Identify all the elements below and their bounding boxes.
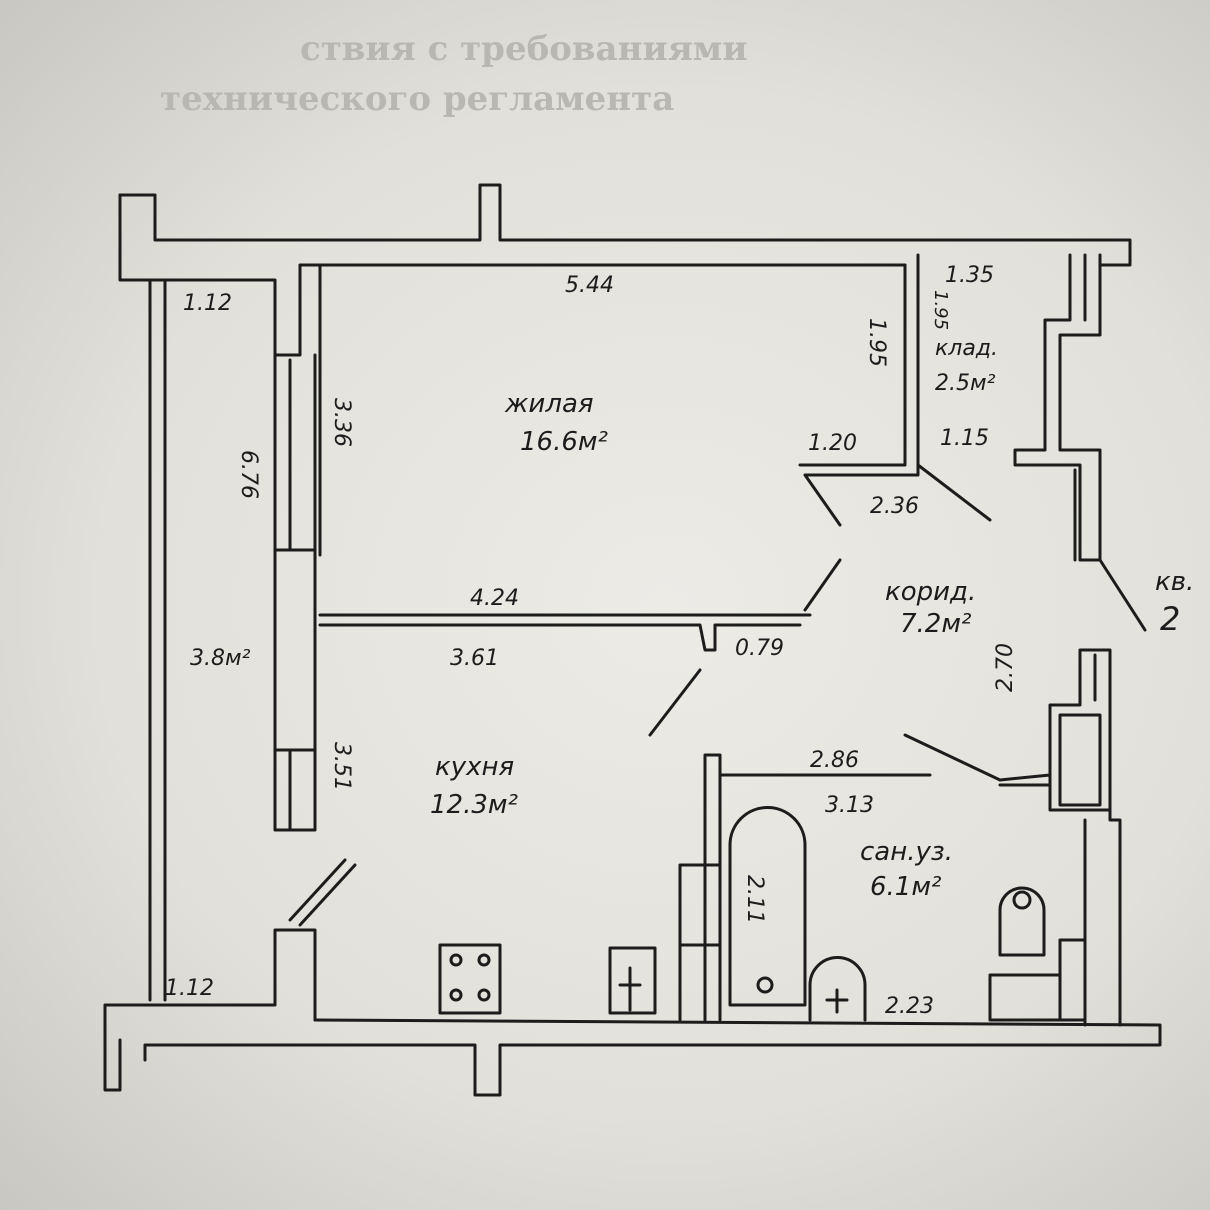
dim-bath-bottom: 2.23: [885, 994, 934, 1019]
dim-bath-tub: 2.11: [742, 875, 767, 924]
dim-corridor-height: 2.70: [993, 643, 1018, 692]
dim-kitchen-height: 3.51: [329, 742, 354, 791]
storage-name: клад.: [935, 336, 998, 361]
dim-bath-inner: 3.13: [825, 793, 874, 818]
dim-bath-top: 2.86: [810, 748, 859, 773]
kitchen-name: кухня: [435, 752, 514, 782]
living-room-area: 16.6м²: [520, 427, 608, 457]
dimension-labels: 1.12 5.44 1.35 1.95 1.95 6.76 3.36 1.20 …: [165, 263, 1018, 1019]
dim-storage-height-b: 1.95: [864, 318, 889, 367]
dim-storage-height-a: 1.95: [930, 290, 951, 330]
dim-storage-bottom: 1.15: [940, 426, 989, 451]
apartment-number: 2: [1160, 600, 1180, 638]
dim-living-bottom: 4.24: [470, 586, 519, 611]
kitchen-area: 12.3м²: [430, 790, 518, 820]
apartment-prefix: кв.: [1155, 567, 1194, 597]
dim-living-width: 5.44: [565, 273, 614, 298]
dim-corridor-diag: 2.36: [870, 494, 919, 519]
background-print-ghost: ствия с требованиями технического реглам…: [160, 29, 748, 119]
dim-top-left: 1.12: [183, 291, 232, 316]
dim-kitchen-top: 3.61: [450, 646, 499, 671]
living-room-name: жилая: [504, 389, 594, 419]
balcony-area: 3.8м²: [190, 646, 251, 671]
svg-text:технического регламента: технического регламента: [160, 79, 674, 119]
dim-corridor-a: 1.20: [808, 431, 857, 456]
corridor-name: корид.: [885, 577, 976, 607]
corridor-area: 7.2м²: [900, 609, 971, 639]
bathroom-area: 6.1м²: [870, 872, 941, 902]
room-labels: жилая 16.6м² клад. 2.5м² корид. 7.2м² ку…: [190, 336, 1194, 902]
dim-storage-width: 1.35: [945, 263, 994, 288]
storage-area: 2.5м²: [935, 371, 996, 396]
dim-bottom-left: 1.12: [165, 976, 214, 1001]
dim-door-gap: 0.79: [735, 636, 784, 661]
bathroom-name: сан.уз.: [860, 837, 953, 867]
dim-balcony-length: 6.76: [236, 450, 261, 499]
walls: [103, 183, 1162, 1097]
svg-text:ствия с требованиями: ствия с требованиями: [300, 29, 748, 69]
dim-living-height: 3.36: [329, 398, 354, 447]
